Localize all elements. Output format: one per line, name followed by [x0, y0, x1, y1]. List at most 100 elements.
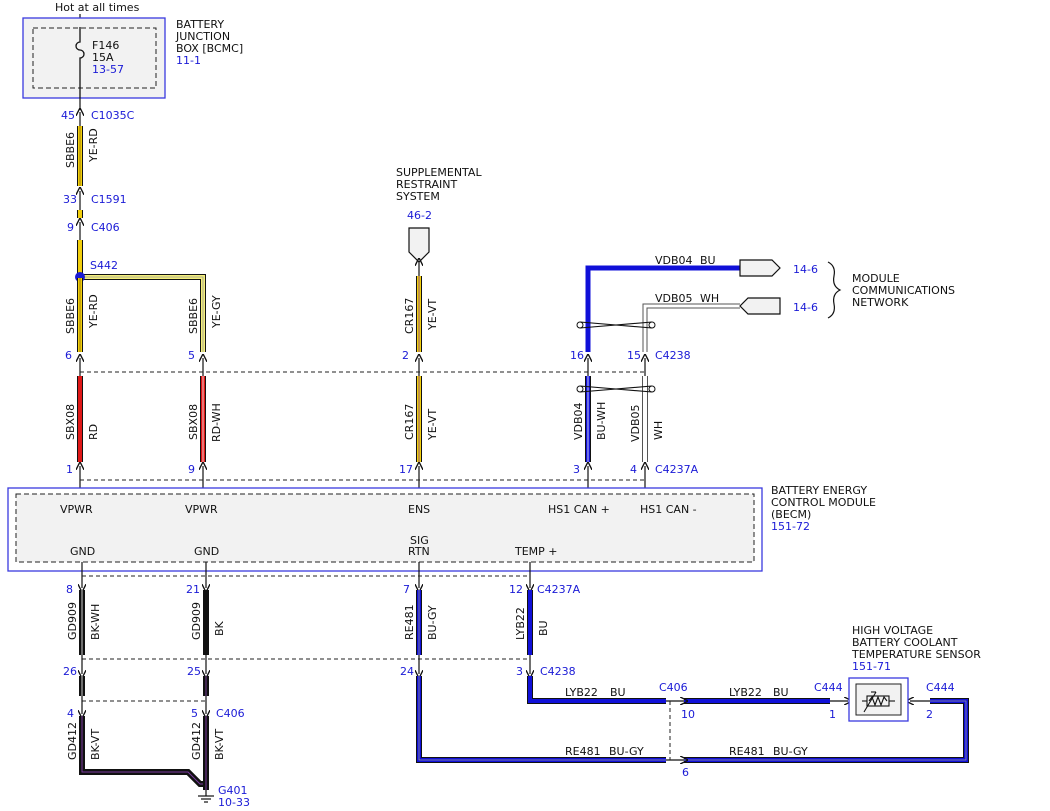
becm-title-1: BATTERY ENERGY: [771, 484, 867, 497]
re481-a-color: BU-GY: [609, 745, 644, 758]
srs-title-2: RESTRAINT: [396, 178, 457, 191]
w7-circuit: CR167: [403, 404, 416, 440]
wire-sbbe6-ye-gy: [80, 274, 206, 352]
c4238t-pin-d: 16: [570, 349, 584, 362]
ground-icon: [198, 790, 214, 803]
mcn-title-3: NETWORK: [852, 296, 909, 309]
s442-label: S442: [90, 259, 118, 272]
srs-connector-icon: [408, 227, 430, 263]
fuse-name: F146: [92, 39, 119, 52]
vdb04-top-circuit: VDB04: [655, 254, 693, 267]
c406b-pin-a: 4: [67, 707, 74, 720]
wire-re481-run: [416, 676, 969, 763]
w11-color: BK: [213, 620, 226, 636]
w8-color: BU-WH: [595, 402, 608, 440]
w9-circuit: VDB05: [629, 404, 642, 442]
w12-circuit: RE481: [403, 604, 416, 640]
sensor-title-2: BATTERY COOLANT: [852, 636, 958, 649]
w7-color: YE-VT: [426, 408, 439, 441]
fuse-ref: 13-57: [92, 63, 124, 76]
c1591-pin: 33: [63, 193, 77, 206]
c406c-name: C406: [659, 681, 688, 694]
lyb22-a-circuit: LYB22: [565, 686, 598, 699]
c406a-pin: 9: [67, 221, 74, 234]
c406c-pin-b: 6: [682, 766, 689, 779]
mcn-ref-a: 14-6: [793, 263, 818, 276]
mcn-connector-a-icon: [739, 259, 781, 277]
w14-circuit: GD412: [66, 722, 79, 760]
c4237at-pin-a: 1: [66, 463, 73, 476]
becm-pin-rtn: RTN: [408, 545, 430, 558]
becm-pin-can-minus: HS1 CAN -: [640, 503, 697, 516]
mcn-title-2: COMMUNICATIONS: [852, 284, 955, 297]
c4238t-pin-c: 2: [402, 349, 409, 362]
w10-color: BK-WH: [89, 604, 102, 640]
mcn-title-1: MODULE: [852, 272, 900, 285]
becm-pin-ens: ENS: [408, 503, 430, 516]
srs-ref: 46-2: [407, 209, 432, 222]
bjb-title-2: JUNCTION: [175, 30, 230, 43]
bjb-title-1: BATTERY: [176, 18, 224, 31]
c4238t-pin-a: 6: [65, 349, 72, 362]
becm-pin-gnd-2: GND: [194, 545, 219, 558]
re481-b-circuit: RE481: [729, 745, 765, 758]
c444a-name: C444: [814, 681, 843, 694]
mcn-brace: [827, 261, 842, 319]
c4237at-name: C4237A: [655, 463, 699, 476]
w4-circuit: CR167: [403, 298, 416, 334]
c4238b-pin-a: 26: [63, 665, 77, 678]
wire-vdb05-top: [642, 303, 740, 352]
c4237ab-name: C4237A: [537, 583, 581, 596]
re481-a-circuit: RE481: [565, 745, 601, 758]
mcn-connector-b-icon: [739, 297, 781, 315]
w15-color: BK-VT: [213, 729, 226, 760]
w6-circuit: SBX08: [187, 404, 200, 440]
w14-color: BK-VT: [89, 729, 102, 760]
w13-color: BU: [537, 620, 550, 636]
c444a-pin: 1: [829, 708, 836, 721]
c4238b-name: C4238: [540, 665, 576, 678]
mcn-ref-b: 14-6: [793, 301, 818, 314]
w8-circuit: VDB04: [572, 402, 585, 440]
sensor-ref: 151-71: [852, 660, 891, 673]
fuse-rating: 15A: [92, 51, 114, 64]
srs-title-3: SYSTEM: [396, 190, 440, 203]
sensor-title-1: HIGH VOLTAGE: [852, 624, 933, 637]
c4237ab-pin-d: 12: [509, 583, 523, 596]
srs-title-1: SUPPLEMENTAL: [396, 166, 482, 179]
c406c-pin-a: 10: [681, 708, 695, 721]
w11-circuit: GD909: [190, 602, 203, 640]
c444b-pin: 2: [926, 708, 933, 721]
thermistor-icon: [862, 691, 895, 713]
w1-circuit: SBBE6: [64, 132, 77, 168]
w3-color: YE-GY: [210, 295, 223, 329]
c4237at-pin-d: 3: [573, 463, 580, 476]
c444b-name: C444: [926, 681, 955, 694]
becm-pin-can-plus: HS1 CAN +: [548, 503, 610, 516]
w1-color: YE-RD: [87, 128, 100, 163]
c4237ab-pin-c: 7: [403, 583, 410, 596]
becm-pin-vpwr-1: VPWR: [60, 503, 93, 516]
w5-circuit: SBX08: [64, 404, 77, 440]
w15-circuit: GD412: [190, 722, 203, 760]
c4237ab-pin-b: 21: [186, 583, 200, 596]
becm-ref: 151-72: [771, 520, 810, 533]
bjb-box: [22, 17, 166, 99]
c4238b-pin-b: 25: [187, 665, 201, 678]
w2-circuit: SBBE6: [64, 298, 77, 334]
c4238t-pin-e: 15: [627, 349, 641, 362]
lyb22-a-color: BU: [610, 686, 626, 699]
w13-circuit: LYB22: [514, 607, 527, 640]
becm-pin-gnd-1: GND: [70, 545, 95, 558]
g401-name: G401: [218, 784, 248, 797]
power-label: Hot at all times: [55, 1, 140, 14]
re481-b-color: BU-GY: [773, 745, 808, 758]
c1035c-name: C1035C: [91, 109, 135, 122]
c406a-name: C406: [91, 221, 120, 234]
c406b-name: C406: [216, 707, 245, 720]
c1035c-pin: 45: [61, 109, 75, 122]
becm-title-3: (BECM): [771, 508, 811, 521]
wire-gd412: [79, 716, 209, 790]
bjb-ref: 11-1: [176, 54, 201, 67]
lyb22-b-circuit: LYB22: [729, 686, 762, 699]
